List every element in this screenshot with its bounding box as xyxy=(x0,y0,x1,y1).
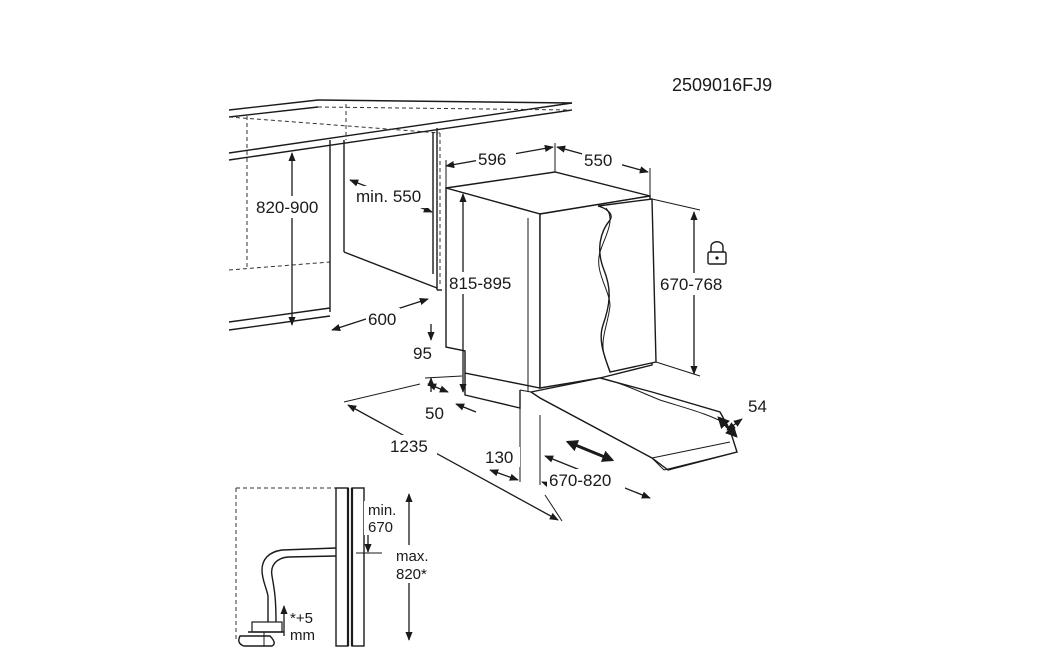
total-depth-label: 1235 xyxy=(390,437,428,456)
niche-width-label: 600 xyxy=(368,310,396,329)
inset-min-label-line1: min. xyxy=(368,502,396,519)
total-depth-dimension: 1235 xyxy=(343,383,563,522)
countertop xyxy=(228,99,573,161)
appliance-width-label: 596 xyxy=(478,150,506,169)
door-gap-dimension: 54 xyxy=(717,397,767,438)
inset-max-label-line2: 820* xyxy=(396,566,427,583)
door-height-dimension: 670-768 xyxy=(651,198,734,377)
inset-min-label-line2: 670 xyxy=(368,519,393,536)
min-depth-label: min. 550 xyxy=(356,187,421,206)
width-depth-dimensions: 596 550 xyxy=(445,143,651,196)
door-offset-dimension: 130 xyxy=(484,408,563,491)
door-offset-label: 130 xyxy=(485,448,513,467)
appliance-height-dimension: 815-895 xyxy=(448,193,524,393)
inset-max-label-line1: max. xyxy=(396,548,429,565)
door-gap-label: 54 xyxy=(748,397,767,416)
door-panel-range-label: 670-820 xyxy=(549,471,611,490)
min-depth-dimension: min. 550 xyxy=(349,179,433,213)
inset-detail: min. 670 max. 820* *+5 mm xyxy=(235,487,442,647)
appliance-height-label: 815-895 xyxy=(449,274,511,293)
lock-icon xyxy=(707,241,727,265)
plinth-height-label: 95 xyxy=(413,344,432,363)
open-door xyxy=(519,377,738,471)
appliance-depth-label: 550 xyxy=(584,151,612,170)
inset-adjust-label-line1: *+5 xyxy=(290,610,313,627)
niche-width-dimension: 600 xyxy=(331,298,429,331)
counter-height-dimension: 820-900 xyxy=(255,152,329,326)
counter-height-label: 820-900 xyxy=(256,198,318,217)
diagram-code: 2509016FJ9 xyxy=(672,75,772,95)
door-height-label: 670-768 xyxy=(660,275,722,294)
inset-adjust-label-line2: mm xyxy=(290,627,315,644)
plinth-depth-label: 50 xyxy=(425,404,444,423)
niche-walls xyxy=(228,104,442,331)
door-panel xyxy=(597,198,657,373)
door-panel-range-dimension: 670-820 xyxy=(544,440,651,499)
